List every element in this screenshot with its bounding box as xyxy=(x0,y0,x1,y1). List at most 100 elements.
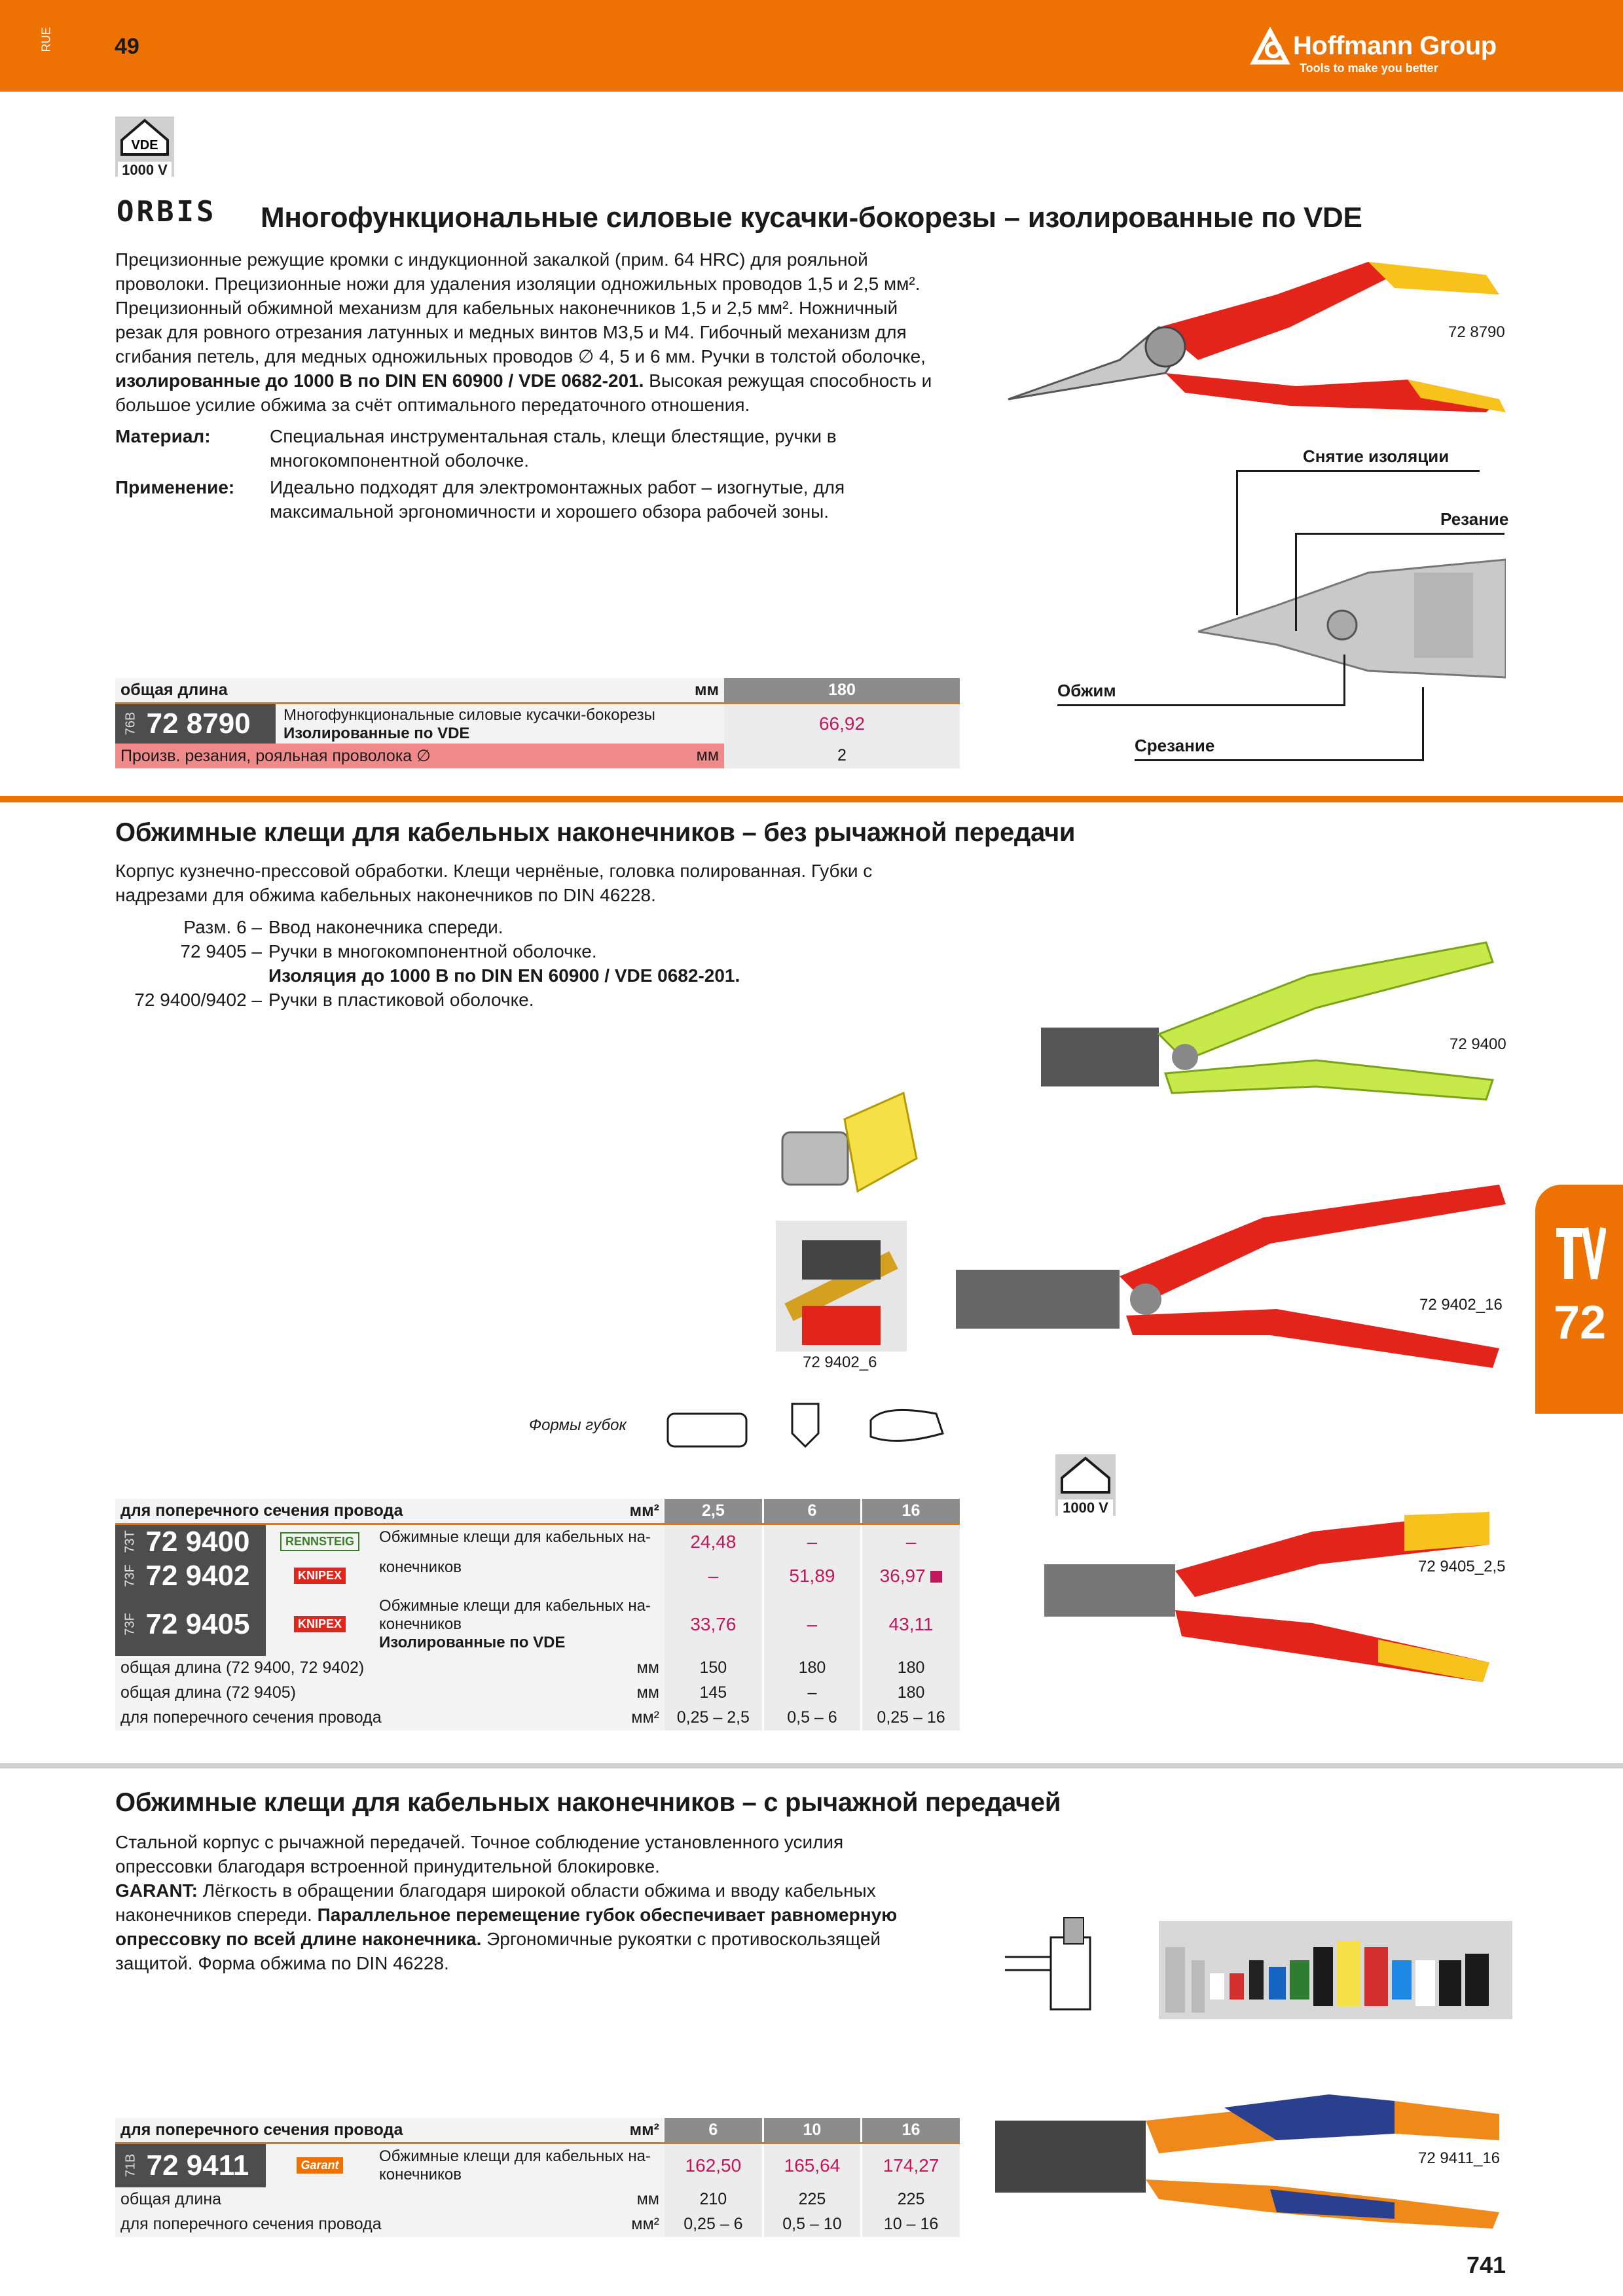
callout-strip-drop xyxy=(1236,470,1238,615)
t2-size-1: 6 xyxy=(761,1499,862,1525)
tab-number: 72 xyxy=(1554,1297,1607,1349)
callout-shear-drop xyxy=(1422,687,1424,761)
article-name: Обжимные клещи для кабельных на- xyxy=(374,1524,665,1559)
t2-head-label: для поперечного сечения провода xyxy=(115,1499,618,1525)
photo-ref-729402-16: 72 9402_16 xyxy=(1419,1296,1503,1314)
section-divider-2 xyxy=(0,1763,1623,1768)
section2-notes: Разм. 6 –Ввод наконечника спереди. 72 94… xyxy=(134,917,740,1010)
vde-badge-2: 1000 V xyxy=(1055,1454,1116,1516)
brand-knipex: KNIPEX xyxy=(293,1616,346,1632)
table-row: для поперечного сечения провода мм² 0,25… xyxy=(115,2212,960,2237)
jaw-shapes-icons xyxy=(666,1403,944,1448)
pliers-icon xyxy=(1556,1227,1606,1280)
callout-crimp-line xyxy=(1057,704,1345,706)
rennsteig-crimper-image xyxy=(1041,941,1495,1101)
price-cell: – xyxy=(860,1524,960,1559)
product-table-crimpers: для поперечного сечения провода мм² 2,5 … xyxy=(115,1499,960,1731)
jaw-shapes-label: Формы губок xyxy=(529,1416,627,1434)
orbis-pliers-image xyxy=(1008,262,1506,412)
callout-crimp: Обжим xyxy=(1057,681,1116,700)
crimp-mechanism-diagram xyxy=(1005,1917,1091,2011)
crimped-ferrule-detail-image xyxy=(776,1221,907,1352)
section1-title: Многофункциональные силовые кусачки-боко… xyxy=(261,202,1362,234)
hoffmann-logo-icon xyxy=(1250,26,1290,65)
cut-unit: мм xyxy=(665,743,724,768)
callout-strip: Снятие изоляции xyxy=(1303,446,1450,466)
price-cell: 162,50 xyxy=(664,2143,763,2187)
orbis-logo: ORBIS xyxy=(117,195,217,228)
photo-ref-729400: 72 9400 xyxy=(1450,1035,1506,1053)
page-header: RUE 49 Hoffmann Group Tools to make you … xyxy=(0,0,1623,92)
photo-ref-729411: 72 9411_16 xyxy=(1418,2149,1501,2167)
ferrules-assortment-image xyxy=(1159,1921,1512,2019)
vde-triangle-icon xyxy=(1061,1456,1110,1494)
price-cell: 36,97 xyxy=(860,1558,960,1593)
table-row: общая длина (72 9400, 72 9402) мм 150 18… xyxy=(115,1655,960,1681)
price-cell: 51,89 xyxy=(761,1558,862,1593)
length-unit: мм xyxy=(665,678,724,704)
page-number-right: 741 xyxy=(1467,2251,1506,2278)
brand-knipex: KNIPEX xyxy=(293,1568,346,1584)
callout-strip-line xyxy=(1236,470,1480,472)
price-cell: – xyxy=(761,1524,862,1559)
knipex-crimper-image xyxy=(956,1185,1506,1368)
price-cell: 174,27 xyxy=(860,2143,960,2187)
marker-square-icon xyxy=(930,1571,943,1583)
callout-crimp-drop xyxy=(1343,655,1345,706)
cut-label: Произв. резания, рояльная проволока ∅ xyxy=(115,743,665,768)
length-label: общая длина xyxy=(115,678,665,704)
callout-shear-line xyxy=(1135,759,1424,761)
article-name: Многофункциональные силовые кусачки-боко… xyxy=(276,704,724,744)
brand-tagline: Tools to make you better xyxy=(1300,62,1438,75)
material-label: Материал: xyxy=(115,426,211,446)
section1-description: Прецизионные режущие кромки с индукционн… xyxy=(115,249,932,415)
t3-head-unit: мм² xyxy=(617,2118,665,2144)
price-cell: 165,64 xyxy=(761,2143,862,2187)
price-cell: 24,48 xyxy=(664,1524,763,1559)
callout-cut-line xyxy=(1295,533,1504,535)
price-cell: 33,76 xyxy=(664,1592,763,1656)
length-value: 180 xyxy=(724,678,960,704)
brand-garant: Garant xyxy=(297,2157,343,2174)
t3-head-label: для поперечного сечения провода xyxy=(115,2118,618,2144)
material-text: Специальная инструментальная сталь, клещ… xyxy=(270,426,837,471)
garant-ratchet-crimper-image xyxy=(995,2094,1499,2229)
photo-ref-728790: 72 8790 xyxy=(1448,323,1505,341)
table-row: общая длина мм 210 225 225 xyxy=(115,2187,960,2212)
section3-title: Обжимные клещи для кабельных наконечнико… xyxy=(115,1788,1061,1817)
usage-label: Применение: xyxy=(115,477,235,497)
side-code: RUE xyxy=(39,27,53,52)
brand-rennsteig: RENNSTEIG xyxy=(280,1532,359,1551)
callout-cut: Резание xyxy=(1440,509,1509,529)
t3-size-0: 6 xyxy=(664,2118,763,2144)
photo-ref-729405: 72 9405_2,5 xyxy=(1418,1558,1506,1575)
brand-logo xyxy=(1247,26,1293,69)
price-cell: – xyxy=(664,1558,763,1593)
section3-description: Стальной корпус с рычажной передачей. То… xyxy=(115,1832,898,1973)
usage-text: Идеально подходят для электромонтажных р… xyxy=(270,477,845,522)
t2-size-0: 2,5 xyxy=(664,1499,763,1525)
brand-name: Hoffmann Group xyxy=(1293,31,1497,60)
product-table-729411: для поперечного сечения провода мм² 6 10… xyxy=(115,2118,960,2237)
section-divider-1 xyxy=(0,796,1623,802)
article-name: Обжимные клещи для кабельных на- конечни… xyxy=(374,2144,665,2187)
price-cell: – xyxy=(761,1592,862,1656)
price-cell: 43,11 xyxy=(860,1592,960,1656)
callout-shear: Срезание xyxy=(1135,736,1215,755)
section2-description: Корпус кузнечно-прессовой обработки. Кле… xyxy=(115,861,873,905)
t2-size-2: 16 xyxy=(860,1499,960,1525)
wire-ferrule-image xyxy=(781,1091,918,1193)
category-tab[interactable]: 72 xyxy=(1535,1185,1623,1414)
table-row: для поперечного сечения провода мм² 0,25… xyxy=(115,1705,960,1731)
article-name: Обжимные клещи для кабельных на- конечни… xyxy=(374,1592,665,1656)
